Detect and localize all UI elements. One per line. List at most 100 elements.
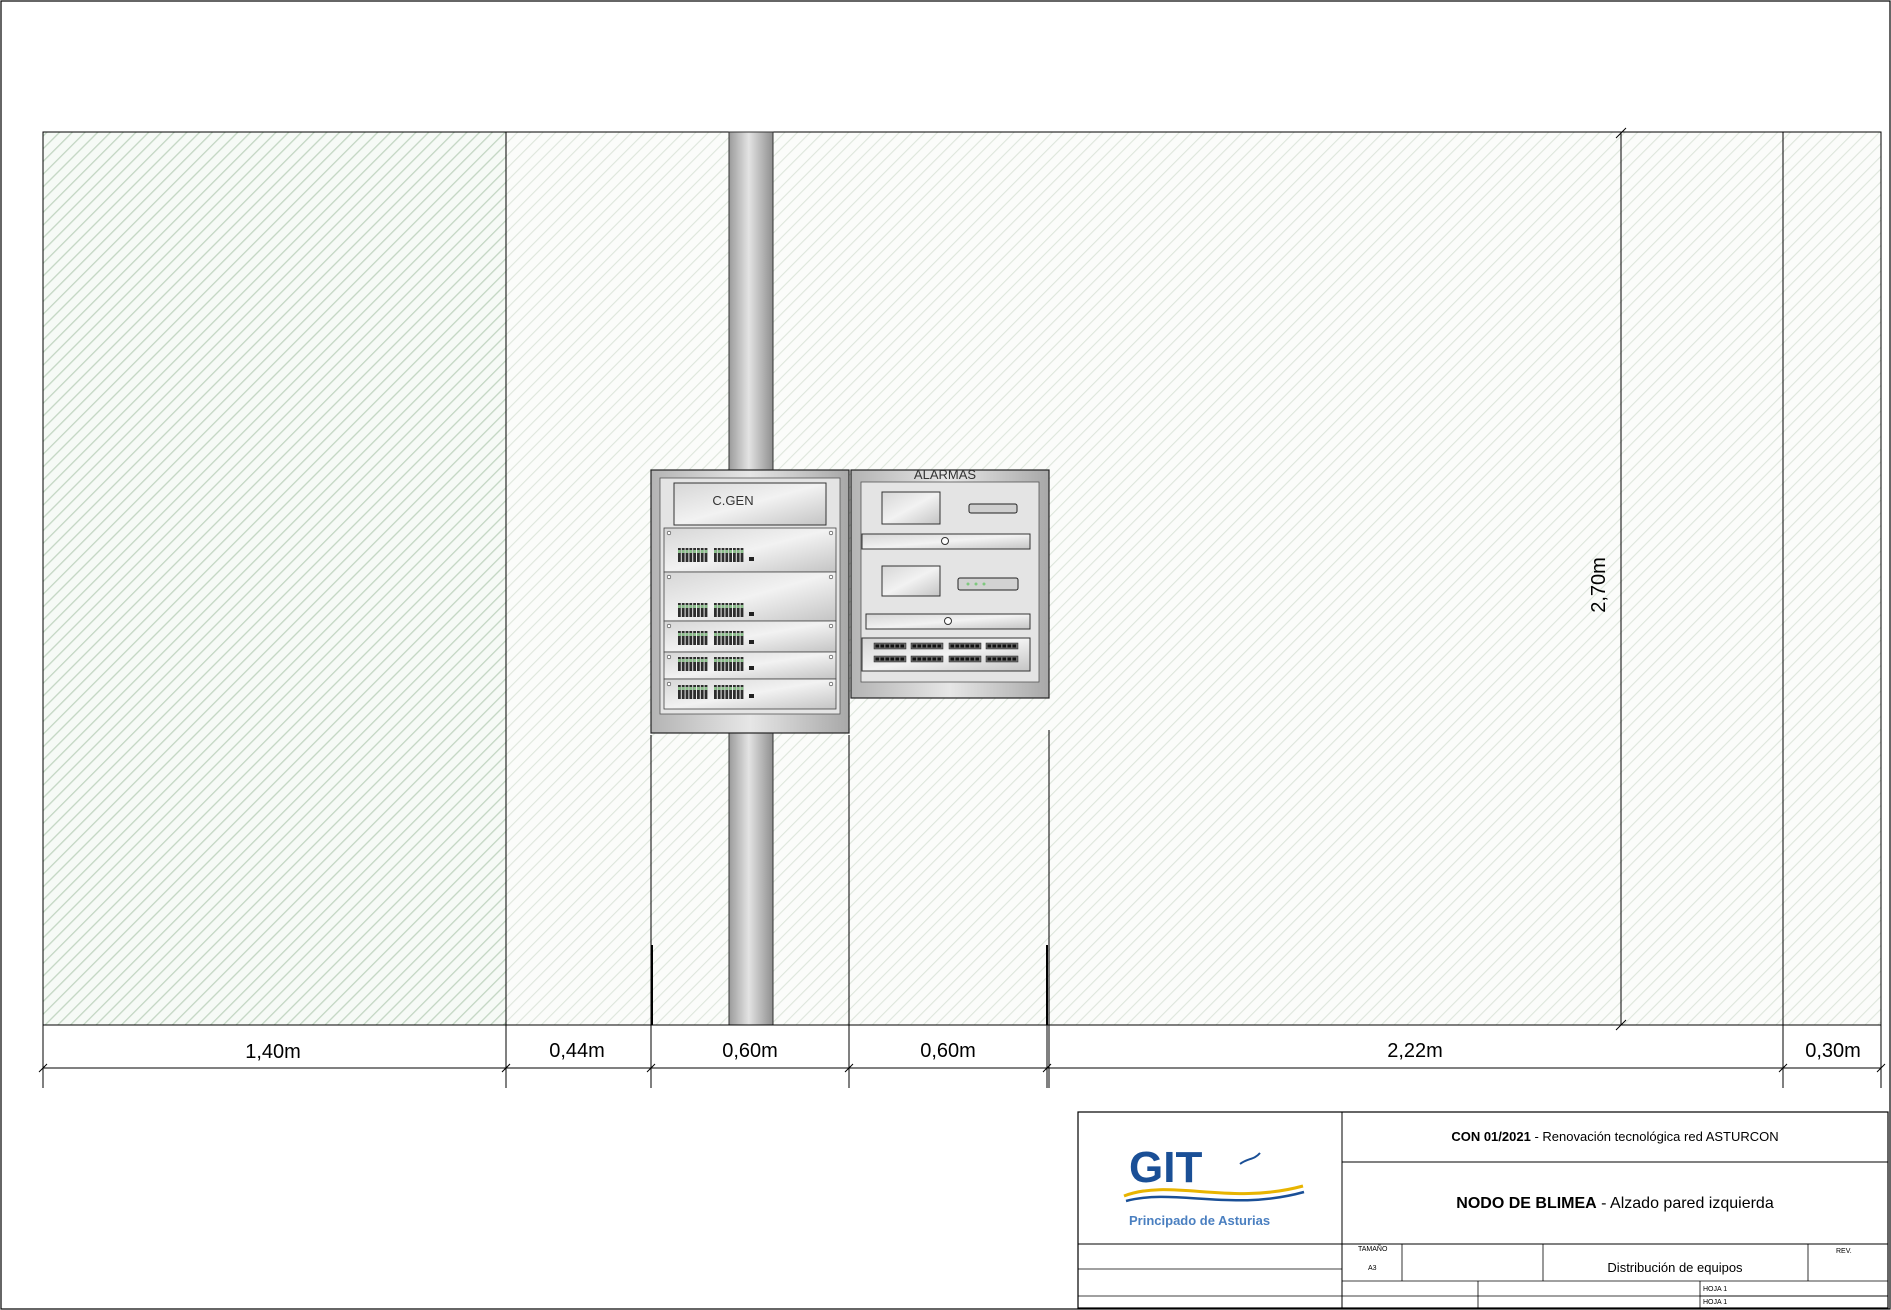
terminal-label [733, 550, 736, 553]
terminal-label [721, 633, 725, 636]
terminal-label [693, 687, 696, 690]
rj45-port [960, 644, 964, 648]
terminal-block [733, 548, 736, 562]
terminal-label [693, 633, 696, 636]
rj45-port [970, 657, 974, 661]
terminal-block [721, 603, 725, 617]
terminal-block [681, 657, 685, 671]
size-label: TAMAÑO [1358, 1244, 1388, 1253]
terminal-label [685, 633, 689, 636]
terminal-label [717, 659, 721, 662]
terminal-end [749, 612, 754, 616]
terminal-block [733, 631, 736, 645]
rack-cgen-label: C.GEN [712, 493, 753, 508]
rj45-port [900, 644, 904, 648]
terminal-label [689, 605, 693, 608]
rj45-port [922, 644, 926, 648]
terminal-label [725, 550, 729, 553]
rj45-port [912, 657, 916, 661]
rack-alarmas-label: ALARMAS [914, 467, 976, 482]
rj45-port [932, 644, 936, 648]
terminal-block [733, 685, 736, 699]
terminal-block [736, 685, 740, 699]
rj45-port [1007, 644, 1011, 648]
terminal-block [740, 685, 744, 699]
terminal-block [704, 657, 708, 671]
rj45-port [965, 657, 969, 661]
rj45-port [965, 644, 969, 648]
rj45-port [917, 657, 921, 661]
terminal-block [725, 657, 729, 671]
project-title: CON 01/2021 - Renovación tecnológica red… [1451, 1129, 1778, 1144]
terminal-label [736, 687, 740, 690]
patch-port-group [873, 655, 907, 663]
rj45-port [885, 657, 889, 661]
patch-port-group [910, 655, 944, 663]
terminal-block [689, 548, 693, 562]
terminal-label [693, 550, 696, 553]
terminal-block [681, 685, 685, 699]
terminal-label [693, 605, 696, 608]
logo-text: GIT [1129, 1143, 1202, 1192]
rj45-port [975, 657, 979, 661]
rj45-port [895, 657, 899, 661]
terminal-label [697, 605, 700, 608]
terminal-block [714, 603, 717, 617]
terminal-block [714, 548, 717, 562]
dimension-label-3: 0,60m [722, 1040, 778, 1062]
title-block: GIT Principado de Asturias CON 01/2021 -… [1077, 1111, 1889, 1309]
terminal-label [733, 605, 736, 608]
terminal-block [693, 603, 696, 617]
terminal-block [700, 685, 704, 699]
terminal-block [685, 548, 689, 562]
terminal-label [721, 605, 725, 608]
terminal-label [685, 659, 689, 662]
rj45-port [880, 657, 884, 661]
terminal-end [749, 694, 754, 698]
terminal-block [693, 685, 696, 699]
terminal-label [725, 605, 729, 608]
terminal-label [736, 659, 740, 662]
patch-port-group [948, 642, 982, 650]
vertical-cable-duct [728, 131, 774, 1026]
terminal-block [725, 548, 729, 562]
dimension-label-1: 1,40m [245, 1041, 301, 1063]
dimension-label-4: 0,60m [920, 1040, 976, 1062]
terminal-block [678, 685, 681, 699]
terminal-block [717, 631, 721, 645]
patch-port-group [985, 642, 1019, 650]
device-led [982, 582, 986, 586]
terminal-block [736, 631, 740, 645]
rj45-port [1012, 657, 1016, 661]
terminal-label [714, 687, 717, 690]
terminal-block [681, 631, 685, 645]
cable-duct-lower [728, 732, 774, 1026]
terminal-label [714, 633, 717, 636]
terminal-block [697, 631, 700, 645]
terminal-label [729, 687, 732, 690]
dimension-chain: 1,40m 0,44m 0,60m 0,60m 2,22m 0,30m [38, 1024, 1886, 1088]
terminal-block [689, 685, 693, 699]
rj45-port [992, 644, 996, 648]
patch-port-group [873, 642, 907, 650]
rj45-port [895, 644, 899, 648]
terminal-label [685, 550, 689, 553]
rj45-port [890, 644, 894, 648]
terminal-block [714, 657, 717, 671]
terminal-block [740, 657, 744, 671]
rj45-port [885, 644, 889, 648]
rack-screw [666, 654, 672, 660]
terminal-label [714, 550, 717, 553]
terminal-block [729, 631, 732, 645]
rj45-port [955, 644, 959, 648]
terminal-block [704, 685, 708, 699]
terminal-end [749, 640, 754, 644]
terminal-block [717, 685, 721, 699]
patch-port-group [948, 655, 982, 663]
terminal-label [697, 550, 700, 553]
terminal-label [678, 633, 681, 636]
terminal-block [721, 631, 725, 645]
terminal-label [689, 659, 693, 662]
terminal-label [697, 687, 700, 690]
terminal-label [736, 633, 740, 636]
